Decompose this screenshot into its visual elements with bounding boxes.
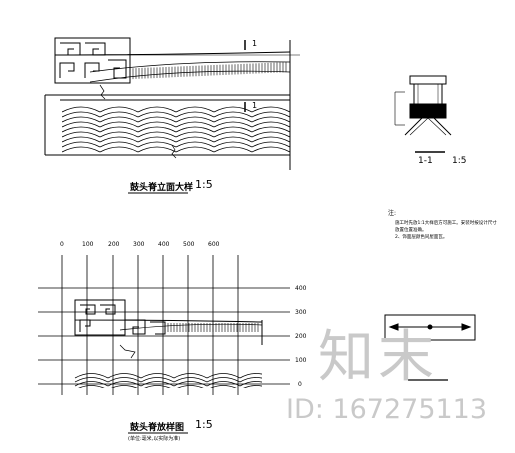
watermark-brand: 知末 bbox=[318, 325, 438, 390]
setout-ridge bbox=[74, 299, 263, 359]
y-tick: 300 bbox=[295, 309, 307, 316]
x-tick: 300 bbox=[133, 241, 145, 248]
setout-grid bbox=[38, 255, 290, 395]
x-tick: 100 bbox=[82, 241, 94, 248]
fret-pattern bbox=[54, 37, 131, 84]
note-line-1: 施工时先放1:1大样后方可施工。安装时按设计尺寸 bbox=[395, 219, 497, 226]
y-tick: 400 bbox=[295, 285, 307, 292]
x-tick: 600 bbox=[208, 241, 220, 248]
section-mark-bottom: 1 bbox=[252, 101, 257, 110]
elevation-title: 鼓头脊立面大样 bbox=[130, 183, 194, 193]
note-line-3: 2、饰面层颜色同屋面瓦。 bbox=[395, 233, 447, 240]
ridge-elevation-detail bbox=[44, 37, 300, 170]
section-1-1-detail bbox=[394, 75, 452, 153]
plan-title: 鼓头脊放样图 bbox=[130, 423, 185, 433]
x-axis-ticks: 0 100 200 300 400 500 600 bbox=[60, 241, 220, 248]
plan-scale: 1:5 bbox=[195, 418, 213, 431]
x-tick: 200 bbox=[108, 241, 120, 248]
section-mark-top: 1 bbox=[252, 39, 257, 48]
section-title: 1-1 bbox=[418, 156, 433, 166]
note-heading: 注: bbox=[388, 209, 396, 217]
tile-arches bbox=[62, 106, 291, 153]
y-tick: 200 bbox=[295, 333, 307, 340]
setout-tiles bbox=[74, 373, 262, 388]
y-axis-ticks: 400 300 200 100 0 bbox=[295, 285, 307, 388]
note-line-2: 放置位置准确。 bbox=[395, 226, 427, 233]
ridge-hatch bbox=[129, 62, 287, 80]
section-scale: 1:5 bbox=[452, 156, 466, 166]
plan-subtitle: (单位:毫米,以实际为准) bbox=[128, 436, 181, 442]
x-tick: 500 bbox=[183, 241, 195, 248]
watermark-id: ID: 167275113 bbox=[286, 394, 488, 425]
y-tick: 0 bbox=[298, 381, 302, 388]
x-tick: 0 bbox=[60, 241, 64, 248]
elevation-scale: 1:5 bbox=[195, 178, 213, 191]
connector-detail bbox=[384, 314, 476, 381]
x-tick: 400 bbox=[158, 241, 170, 248]
y-tick: 100 bbox=[295, 357, 307, 364]
